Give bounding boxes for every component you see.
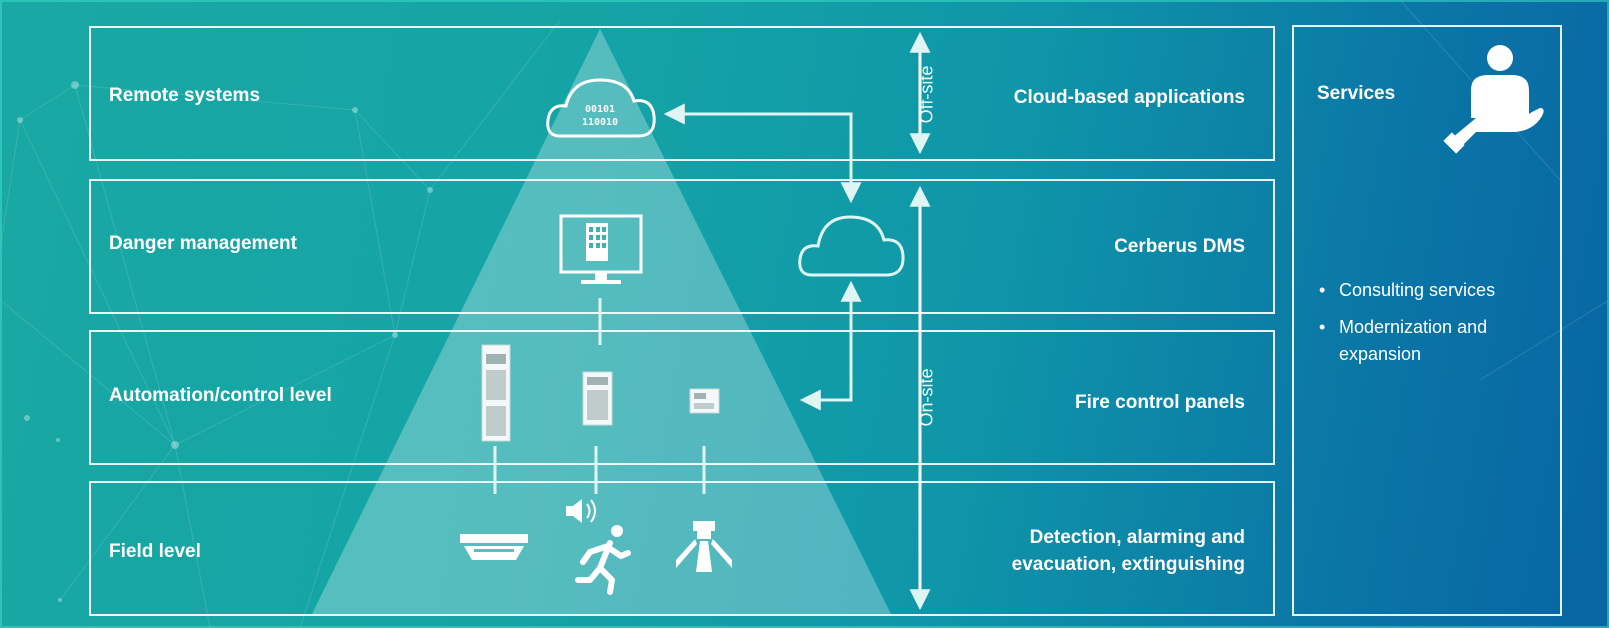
- panel-connectors: [493, 298, 706, 494]
- services-title: Services: [1317, 83, 1396, 104]
- band-label-danger-management: Danger management: [109, 233, 297, 254]
- speaker-icon: [566, 499, 596, 523]
- band-label-automation-control-level: Automation/control level: [109, 385, 332, 406]
- cloud-link-connector: [663, 103, 862, 411]
- control-panel-medium-icon: [582, 371, 613, 426]
- running-person-icon: [575, 525, 631, 595]
- monitor-icon: [559, 214, 643, 284]
- services-item-label: Modernization and expansion: [1339, 317, 1488, 364]
- services-panel: Services •Consulting services •Moderniza…: [1292, 25, 1562, 616]
- cloud-binary-line-2: 110010: [582, 117, 618, 128]
- band-label-field-level: Field level: [109, 541, 201, 562]
- smoke-detector-icon: [460, 534, 528, 560]
- services-list-item: •Consulting services: [1319, 280, 1496, 300]
- services-list-item: •Modernization and expansion: [1319, 317, 1488, 364]
- services-list: •Consulting services •Modernization and …: [1317, 277, 1547, 378]
- service-person-icon: [1443, 45, 1544, 154]
- cloud-binary-line-1: 00101: [585, 104, 615, 115]
- off-site-label: Off-site: [916, 65, 937, 124]
- on-site-label: On-site: [916, 368, 937, 427]
- band-right-line-2: evacuation, extinguishing: [1011, 554, 1245, 575]
- cloud-data-icon: 00101 110010: [546, 78, 656, 138]
- band-right-cloud-based-applications: Cloud-based applications: [1013, 87, 1245, 108]
- control-panel-large-icon: [481, 344, 511, 442]
- control-panel-small-icon: [689, 388, 720, 414]
- band-label-remote-systems: Remote systems: [109, 85, 261, 106]
- band-right-cerberus-dms: Cerberus DMS: [1114, 236, 1245, 257]
- band-right-line-1: Detection, alarming and: [1029, 527, 1245, 548]
- band-automation-control-level: Automation/control level Fire control pa…: [89, 330, 1275, 465]
- band-right-detection-alarming: Detection, alarming and evacuation, exti…: [1012, 524, 1245, 578]
- band-right-fire-control-panels: Fire control panels: [1075, 392, 1245, 413]
- band-field-level: Field level Detection, alarming and evac…: [89, 481, 1275, 616]
- sprinkler-icon: [676, 521, 732, 572]
- services-item-label: Consulting services: [1339, 280, 1496, 300]
- cloud-icon: [798, 215, 905, 277]
